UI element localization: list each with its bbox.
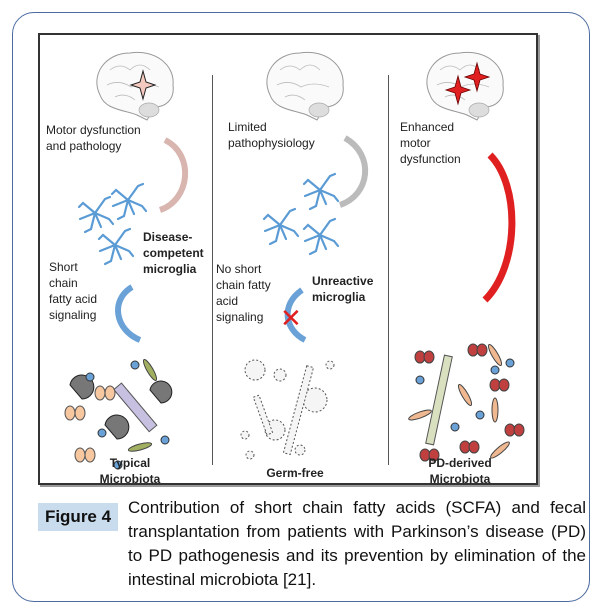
arrow-icon xyxy=(115,284,142,343)
brain-icon xyxy=(266,51,344,121)
microglia-icon xyxy=(262,172,340,256)
figure-label: Figure 4 xyxy=(38,503,118,531)
microglia-icon xyxy=(77,182,148,266)
figure-image: ✕ xyxy=(38,33,538,486)
germ-free-label: Germ-free xyxy=(266,466,324,480)
arrow-icon xyxy=(482,152,516,303)
blocked-x-icon: ✕ xyxy=(280,303,302,333)
arrow-icon xyxy=(338,135,369,208)
brain-icon xyxy=(426,51,504,121)
arrow-icon xyxy=(284,287,307,343)
figure-illustration: ✕ xyxy=(64,51,525,470)
microbiota-icon xyxy=(408,343,525,462)
panel-divider xyxy=(388,75,389,465)
microbiota-icon xyxy=(64,359,173,470)
content-frame xyxy=(12,12,590,602)
figure-caption: Contribution of short chain fatty acids … xyxy=(128,498,586,589)
arrow-icon xyxy=(158,137,189,213)
microbiota-icon xyxy=(240,359,335,460)
panel-divider xyxy=(212,75,213,465)
